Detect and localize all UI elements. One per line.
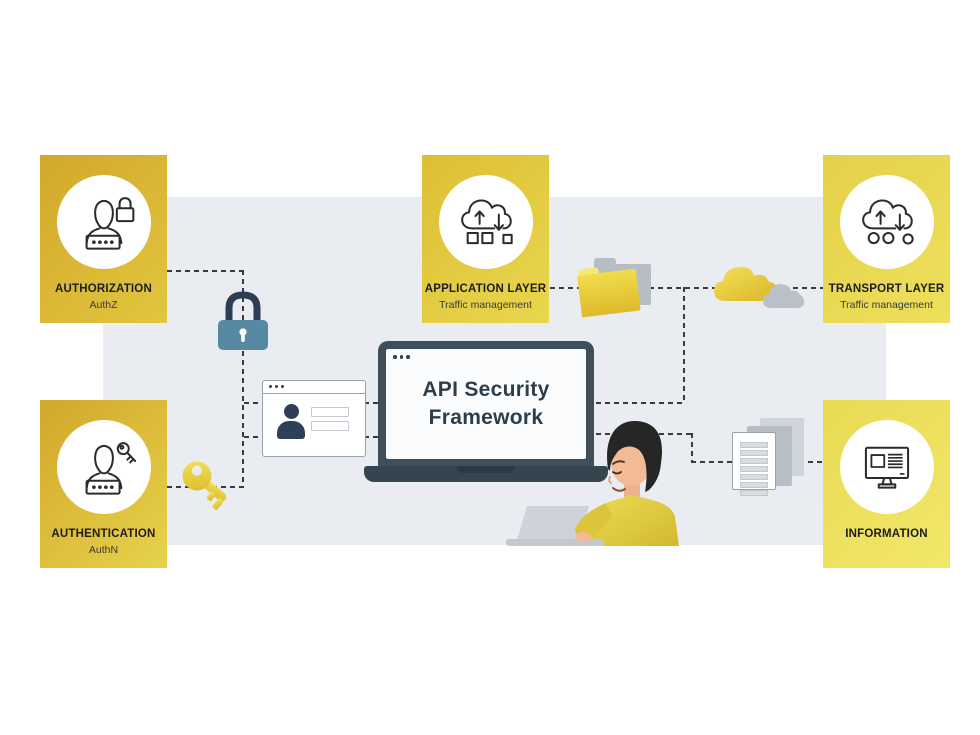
information-card: INFORMATION: [823, 400, 950, 568]
laptop-base: [364, 466, 608, 482]
window-dots-icon: [269, 385, 284, 388]
cloud-circles-icon: [861, 199, 914, 245]
user-lock-icon: [85, 197, 134, 250]
application-layer-card: APPLICATION LAYER Traffic management: [422, 155, 549, 323]
transport-layer-circle: [839, 175, 934, 269]
person-at-laptop-illustration: [506, 420, 679, 546]
card-subtitle: Traffic management: [840, 299, 933, 311]
login-field-password: [311, 421, 349, 431]
connector-left-vertical: [242, 270, 244, 488]
monitor-icon: [864, 446, 909, 489]
card-title: APPLICATION LAYER: [424, 283, 547, 295]
application-layer-circle: [438, 175, 533, 269]
key-icon: [182, 461, 227, 510]
document-text-lines: [740, 442, 768, 496]
avatar-icon: [284, 404, 299, 419]
authorization-circle: [56, 175, 151, 269]
card-title: INFORMATION: [845, 528, 928, 540]
connector-to-login-bottom: [244, 436, 262, 438]
card-title: AUTHENTICATION: [51, 528, 156, 540]
cloud-yellow-icon: [714, 266, 778, 301]
padlock-icon: [218, 291, 268, 350]
laptop-icon: API Security Framework: [378, 341, 594, 467]
information-circle: [839, 420, 934, 514]
authentication-card: AUTHENTICATION AuthN: [40, 400, 167, 568]
connector-laptop-junction: [596, 402, 684, 404]
document-front-icon: [732, 432, 776, 496]
connector-login-laptop-bottom: [364, 436, 379, 438]
connector-right-vertical: [683, 287, 685, 403]
avatar-icon: [277, 421, 305, 439]
login-window-titlebar: [263, 381, 365, 394]
user-key-icon: [85, 442, 136, 495]
login-field-username: [311, 407, 349, 417]
card-subtitle: Traffic management: [439, 299, 532, 311]
connector-login-laptop-top: [364, 402, 379, 404]
card-subtitle: AuthN: [88, 544, 119, 556]
card-title: TRANSPORT LAYER: [828, 283, 945, 295]
window-dots-icon: [393, 355, 410, 359]
transport-layer-card: TRANSPORT LAYER Traffic management: [823, 155, 950, 323]
connector-information-vertical: [691, 433, 693, 463]
connector-to-login-top: [244, 402, 262, 404]
folder-yellow-icon: [576, 263, 642, 319]
diagram-title-line1: API Security: [422, 378, 550, 402]
cloud-squares-icon: [460, 199, 513, 245]
laptop-notch: [457, 466, 515, 473]
card-title: AUTHORIZATION: [55, 283, 152, 295]
connector-application-transport: [550, 287, 823, 289]
diagram-title: API Security Framework: [422, 376, 549, 431]
cloud-gray-icon: [763, 284, 804, 308]
authentication-circle: [56, 420, 151, 514]
connector-authorization: [167, 270, 244, 272]
authorization-card: AUTHORIZATION AuthZ: [40, 155, 167, 323]
laptop-screen-content: API Security Framework: [386, 349, 586, 459]
card-subtitle: AuthZ: [89, 299, 118, 311]
diagram-title-line2: Framework: [428, 406, 544, 429]
login-window-icon: [262, 380, 366, 457]
